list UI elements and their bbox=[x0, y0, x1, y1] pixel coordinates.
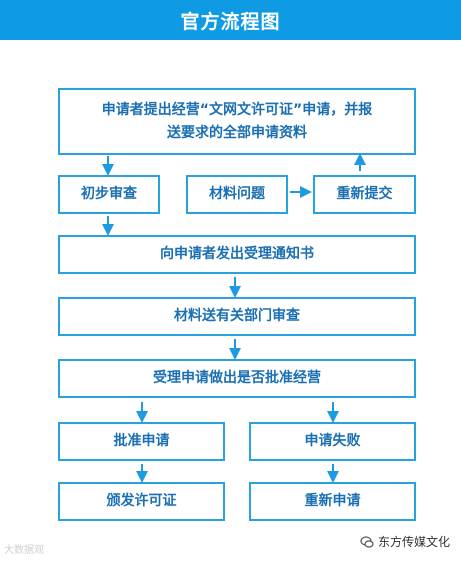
watermark-right: 东方传媒文化 bbox=[360, 533, 450, 550]
dept-review-box: 材料送有关部门审查 bbox=[58, 297, 416, 336]
apply-line-2: 送要求的全部申请资料 bbox=[167, 124, 307, 141]
page-title: 官方流程图 bbox=[0, 0, 461, 40]
decision-box: 受理申请做出是否批准经营 bbox=[58, 359, 416, 398]
apply-box: 申请者提出经营“文网文许可证”申请，并报 送要求的全部申请资料 bbox=[58, 88, 416, 155]
preliminary-review-box: 初步审查 bbox=[58, 175, 160, 214]
issue-license-box: 颁发许可证 bbox=[58, 482, 225, 521]
material-problem-box: 材料问题 bbox=[186, 175, 288, 214]
apply-line-1: 申请者提出经营“文网文许可证”申请，并报 bbox=[101, 101, 373, 118]
watermark-left: 大数据观 bbox=[4, 545, 44, 556]
wechat-icon bbox=[360, 535, 374, 548]
watermark-right-text: 东方传媒文化 bbox=[378, 535, 451, 549]
failed-box: 申请失败 bbox=[249, 422, 416, 461]
resubmit-box: 重新提交 bbox=[313, 175, 416, 214]
approved-box: 批准申请 bbox=[58, 422, 225, 461]
acceptance-notice-box: 向申请者发出受理通知书 bbox=[58, 235, 416, 274]
reapply-box: 重新申请 bbox=[249, 482, 416, 521]
